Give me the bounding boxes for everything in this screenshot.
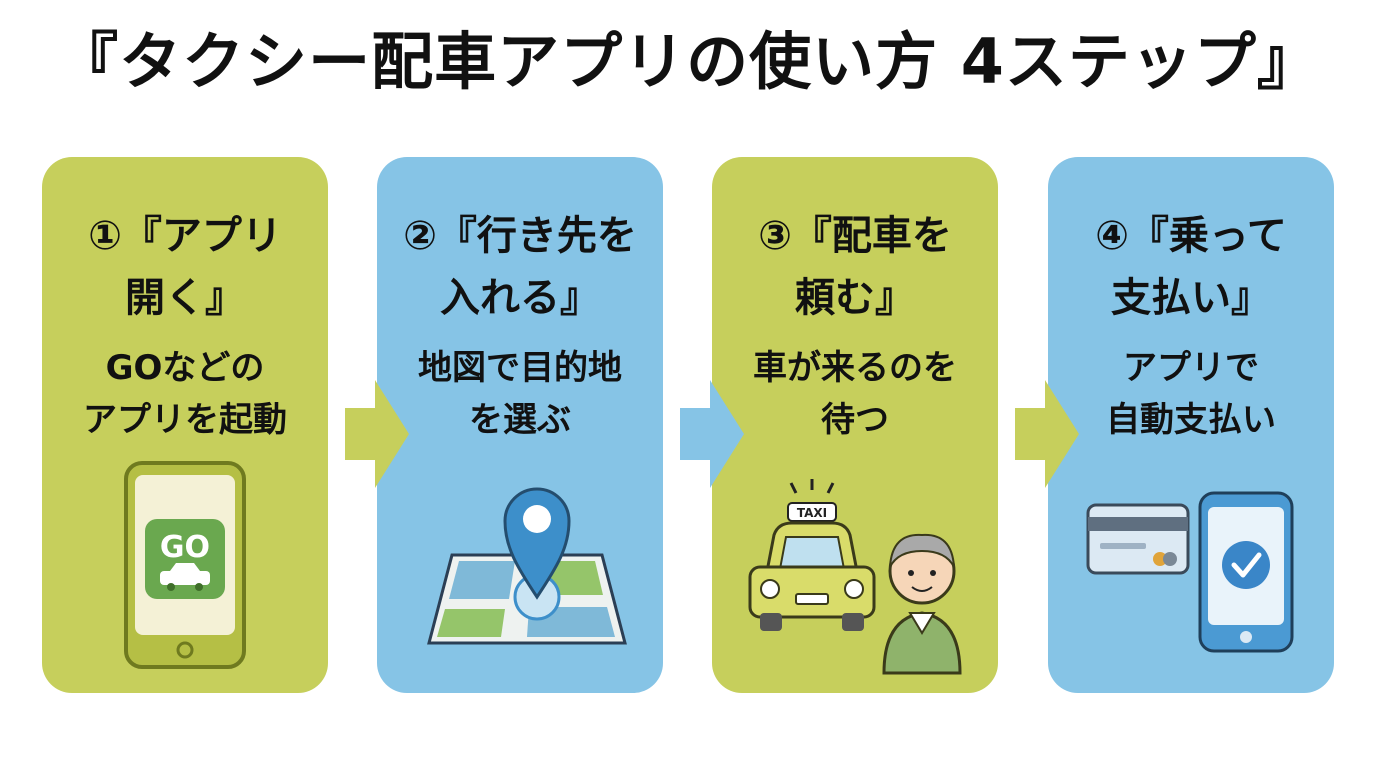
smartphone-go-app-icon: GO (124, 461, 246, 669)
step-card-3: ③『配車を 頼む』 車が来るのを 待つ TAXI (712, 157, 998, 693)
step-3-description: 車が来るのを 待つ (753, 348, 957, 440)
step-4-description: アプリで 自動支払い (1106, 348, 1276, 440)
step-2-title: ②『行き先を 入れる』 (403, 213, 637, 321)
taxi-and-passenger-icon: TAXI (748, 479, 962, 675)
step-1-description: GOなどの アプリを起動 (83, 348, 287, 440)
step-card-2: ②『行き先を 入れる』 地図で目的地 を選ぶ (377, 157, 663, 693)
taxi-sign-label: TAXI (797, 506, 827, 520)
step-card-1: ①『アプリ 開く』 GOなどの アプリを起動 GO (42, 157, 328, 693)
step-2-description: 地図で目的地 を選ぶ (418, 348, 622, 440)
card-and-phone-payment-icon (1086, 491, 1294, 653)
step-3-title: ③『配車を 頼む』 (758, 213, 952, 321)
step-card-4: ④『乗って 支払い』 アプリで 自動支払い (1048, 157, 1334, 693)
step-1-title: ①『アプリ 開く』 (88, 213, 282, 321)
page-title: 『タクシー配車アプリの使い方 4ステップ』 (56, 25, 1320, 98)
arrow-right-icon (680, 380, 744, 488)
step-4-title: ④『乗って 支払い』 (1095, 213, 1287, 321)
arrow-right-icon (1015, 380, 1079, 488)
go-app-label: GO (160, 530, 210, 565)
arrow-right-icon (345, 380, 409, 488)
map-pin-icon (427, 487, 627, 645)
